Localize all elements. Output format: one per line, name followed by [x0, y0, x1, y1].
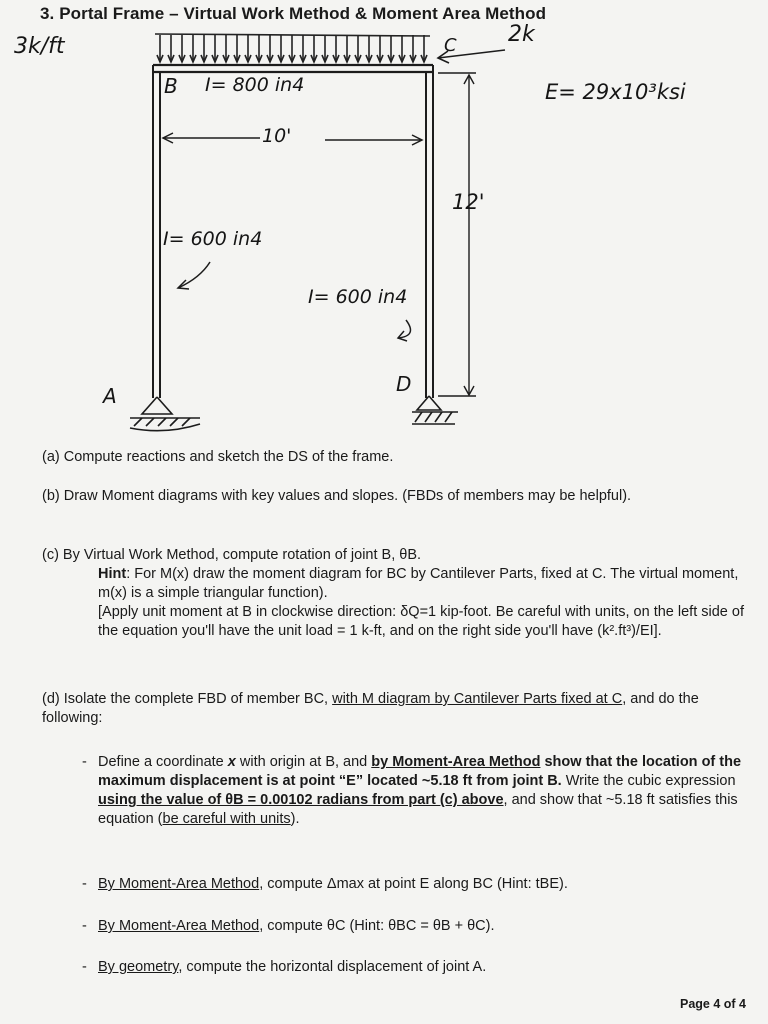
joint-b-label: B	[164, 74, 178, 98]
bullet-dash: -	[82, 876, 87, 892]
left-column-inertia-label: I= 600 in4	[163, 228, 263, 250]
b1-text-e: , and show that ~5.18 ft satisfies this …	[98, 792, 738, 827]
load-arrow-head	[244, 54, 252, 65]
b1-x: x	[227, 754, 236, 770]
joint-a-label: A	[103, 384, 117, 408]
load-arrow-head	[398, 54, 406, 65]
load-arrow-head	[420, 54, 428, 65]
load-arrow-head	[266, 54, 274, 65]
bullet-delta-max: - By Moment-Area Method, compute Δmax at…	[82, 875, 758, 894]
load-arrow-head	[178, 54, 186, 65]
load-arrow-head	[233, 54, 241, 65]
lateral-load-label: 2k	[508, 22, 535, 47]
modulus-label: E= 29x10³ksi	[545, 80, 686, 104]
load-arrow-head	[409, 54, 417, 65]
load-arrow-head	[222, 54, 230, 65]
column-ab	[152, 65, 161, 398]
bullet-dash: -	[82, 959, 87, 975]
bullet-theta-c: - By Moment-Area Method, compute θC (Hin…	[82, 917, 758, 936]
b2-text: , compute Δmax at point E along BC (Hint…	[259, 876, 568, 892]
part-d-lead: (d) Isolate the complete FBD of member B…	[42, 691, 333, 707]
load-arrow-head	[310, 54, 318, 65]
pin-support-d	[412, 395, 458, 425]
joint-c-label: C	[444, 35, 457, 56]
load-arrow-head	[365, 54, 373, 65]
lateral-load-arrow	[436, 49, 506, 64]
load-arrow-head	[387, 54, 395, 65]
beam-inertia-label: I= 800 in4	[205, 74, 305, 96]
load-arrow-head	[288, 54, 296, 65]
height-dimension	[438, 72, 476, 397]
right-column-inertia-label: I= 600 in4	[308, 286, 408, 308]
b1-text-c: show that the location of the maximum di…	[98, 754, 742, 789]
load-arrow-head	[189, 54, 197, 65]
load-arrow-head	[299, 54, 307, 65]
distributed-load	[154, 33, 431, 65]
load-arrow-head	[277, 54, 285, 65]
b1-units-link: be careful with units	[162, 811, 291, 827]
load-arrow-head	[200, 54, 208, 65]
load-arrow-head	[321, 54, 329, 65]
b1-text-f: ).	[290, 811, 300, 827]
bullet-dash: -	[82, 754, 87, 770]
part-c-apply: [Apply unit moment at B in clockwise dir…	[98, 604, 744, 639]
b1-method-link: by Moment-Area Method	[371, 754, 541, 770]
part-d-tail: , and do the following:	[42, 691, 699, 726]
load-arrow-head	[156, 54, 164, 65]
load-arrow-head	[343, 54, 351, 65]
b2-method-link: By Moment-Area Method	[98, 876, 260, 892]
b1-text-d: Write the cubic expression	[561, 773, 736, 789]
load-arrow-head	[354, 54, 362, 65]
problem-title: 3. Portal Frame – Virtual Work Method & …	[40, 4, 547, 23]
load-arrow-head	[332, 54, 340, 65]
distributed-load-label: 3k/ft	[14, 34, 65, 59]
page-number: Page 4 of 4	[680, 997, 746, 1011]
pin-support-a	[129, 396, 201, 432]
part-c-hint: Hint: For M(x) draw the moment diagram f…	[42, 565, 752, 603]
part-c: (c) By Virtual Work Method, compute rota…	[42, 546, 752, 641]
inertia-pointer-arrows	[176, 261, 412, 342]
load-arrow-head	[255, 54, 263, 65]
b1-theta-link: using the value of θB = 0.00102 radians …	[98, 792, 504, 808]
load-arrow-head	[167, 54, 175, 65]
b3-text: , compute θC (Hint: θBC = θB + θC).	[259, 918, 495, 934]
joint-d-label: D	[396, 372, 412, 396]
column-cd	[425, 65, 434, 398]
bullet-location-max-displacement: - Define a coordinate x with origin at B…	[82, 753, 758, 829]
beam-bc	[153, 63, 433, 74]
b4-text: , compute the horizontal displacement of…	[178, 959, 487, 975]
load-arrow-head	[211, 54, 219, 65]
height-label: 12'	[452, 190, 485, 214]
bullet-horizontal-displacement: - By geometry, compute the horizontal di…	[82, 958, 758, 977]
span-dimension	[161, 132, 424, 146]
b3-method-link: By Moment-Area Method	[98, 918, 260, 934]
b4-geometry-link: By geometry	[98, 959, 179, 975]
hint-label: Hint	[98, 566, 127, 582]
part-b: (b) Draw Moment diagrams with key values…	[42, 488, 632, 504]
hint-text: : For M(x) draw the moment diagram for B…	[98, 566, 739, 601]
part-d: (d) Isolate the complete FBD of member B…	[42, 690, 752, 728]
bullet-dash: -	[82, 918, 87, 934]
load-arrow-head	[376, 54, 384, 65]
part-d-underlined: with M diagram by Cantilever Parts fixed…	[332, 691, 623, 707]
b1-text-a: Define a coordinate	[98, 754, 228, 770]
part-a: (a) Compute reactions and sketch the DS …	[42, 449, 394, 465]
span-label: 10'	[262, 125, 292, 147]
b1-text-b: with origin at B, and	[235, 754, 372, 770]
part-c-title: (c) By Virtual Work Method, compute rota…	[42, 547, 422, 563]
portal-frame-diagram	[129, 33, 506, 432]
